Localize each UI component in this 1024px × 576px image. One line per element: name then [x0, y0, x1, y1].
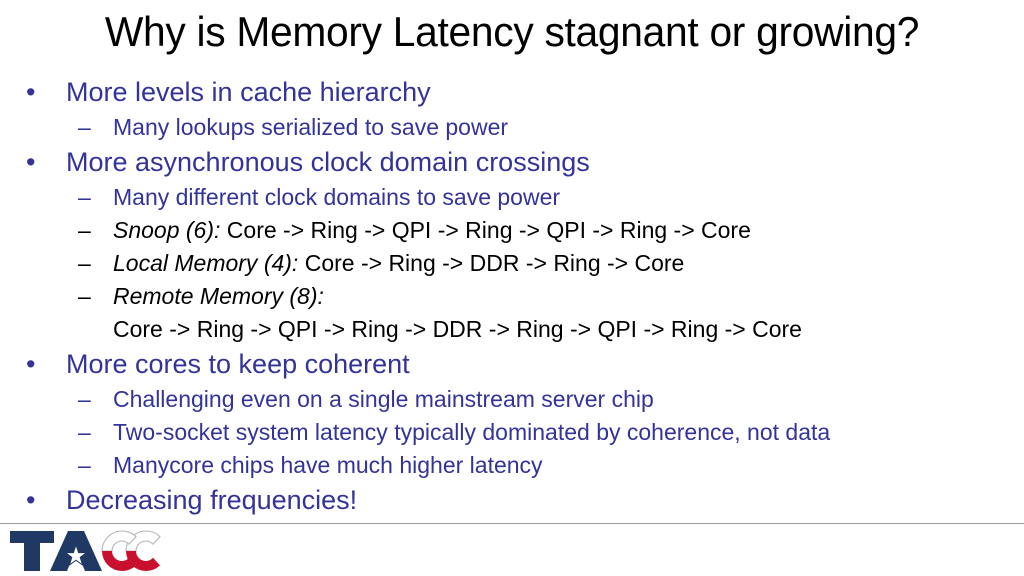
bullet-item-level2: – Challenging even on a single mainstrea… [0, 383, 1024, 416]
bullet-item-level2: – Many different clock domains to save p… [0, 181, 1024, 214]
bullet-item-level2: – Manycore chips have much higher latenc… [0, 449, 1024, 482]
bullet-item-level2-local-memory: – Local Memory (4): Core -> Ring -> DDR … [0, 247, 1024, 280]
bullet-marker-icon: • [26, 147, 36, 177]
bullet-item-level1: • More levels in cache hierarchy [0, 74, 1024, 111]
dash-marker-icon: – [78, 114, 91, 140]
dash-marker-icon: – [78, 283, 91, 309]
dash-marker-icon: – [78, 452, 91, 478]
bullet-text: More asynchronous clock domain crossings [66, 147, 590, 177]
bullet-lead-label: Remote Memory (8): [113, 283, 324, 309]
dash-marker-icon: – [78, 386, 91, 412]
bullet-lead-label: Local Memory (4): [113, 250, 299, 276]
bullet-item-level1: • More cores to keep coherent [0, 346, 1024, 383]
bullet-text: Manycore chips have much higher latency [113, 452, 543, 478]
bullet-text: Challenging even on a single mainstream … [113, 386, 654, 412]
dash-marker-icon: – [78, 419, 91, 445]
bullet-text: Core -> Ring -> QPI -> Ring -> QPI -> Ri… [220, 217, 751, 243]
dash-marker-icon: – [78, 217, 91, 243]
slide-title: Why is Memory Latency stagnant or growin… [104, 8, 920, 55]
bullet-text: More cores to keep coherent [66, 349, 410, 379]
bullet-item-level2-snoop: – Snoop (6): Core -> Ring -> QPI -> Ring… [0, 214, 1024, 247]
dash-marker-icon: – [78, 250, 91, 276]
bullet-marker-icon: • [26, 485, 36, 515]
bullet-text: Decreasing frequencies! [66, 485, 358, 515]
bullet-text-wrapped: Core -> Ring -> QPI -> Ring -> DDR -> Ri… [113, 316, 802, 342]
bullet-marker-icon: • [26, 349, 36, 379]
bullet-lead-label: Snoop (6): [113, 217, 221, 243]
tacc-logo [8, 529, 178, 573]
slide-body: • More levels in cache hierarchy – Many … [0, 74, 1024, 519]
bullet-item-level2-remote-memory: – Remote Memory (8): Core -> Ring -> QPI… [0, 280, 1024, 346]
bullet-marker-icon: • [26, 77, 36, 107]
bullet-item-level2: – Two-socket system latency typically do… [0, 416, 1024, 449]
bullet-text: Many lookups serialized to save power [113, 114, 509, 140]
bullet-text: Core -> Ring -> DDR -> Ring -> Core [298, 250, 685, 276]
bullet-item-level1: • Decreasing frequencies! [0, 482, 1024, 519]
dash-marker-icon: – [78, 184, 91, 210]
bullet-item-level1: • More asynchronous clock domain crossin… [0, 144, 1024, 181]
bullet-item-level2: – Many lookups serialized to save power [0, 111, 1024, 144]
bullet-text: More levels in cache hierarchy [66, 77, 431, 107]
bullet-text: Many different clock domains to save pow… [113, 184, 561, 210]
footer-divider [0, 523, 1024, 524]
bullet-text: Two-socket system latency typically domi… [113, 419, 831, 445]
